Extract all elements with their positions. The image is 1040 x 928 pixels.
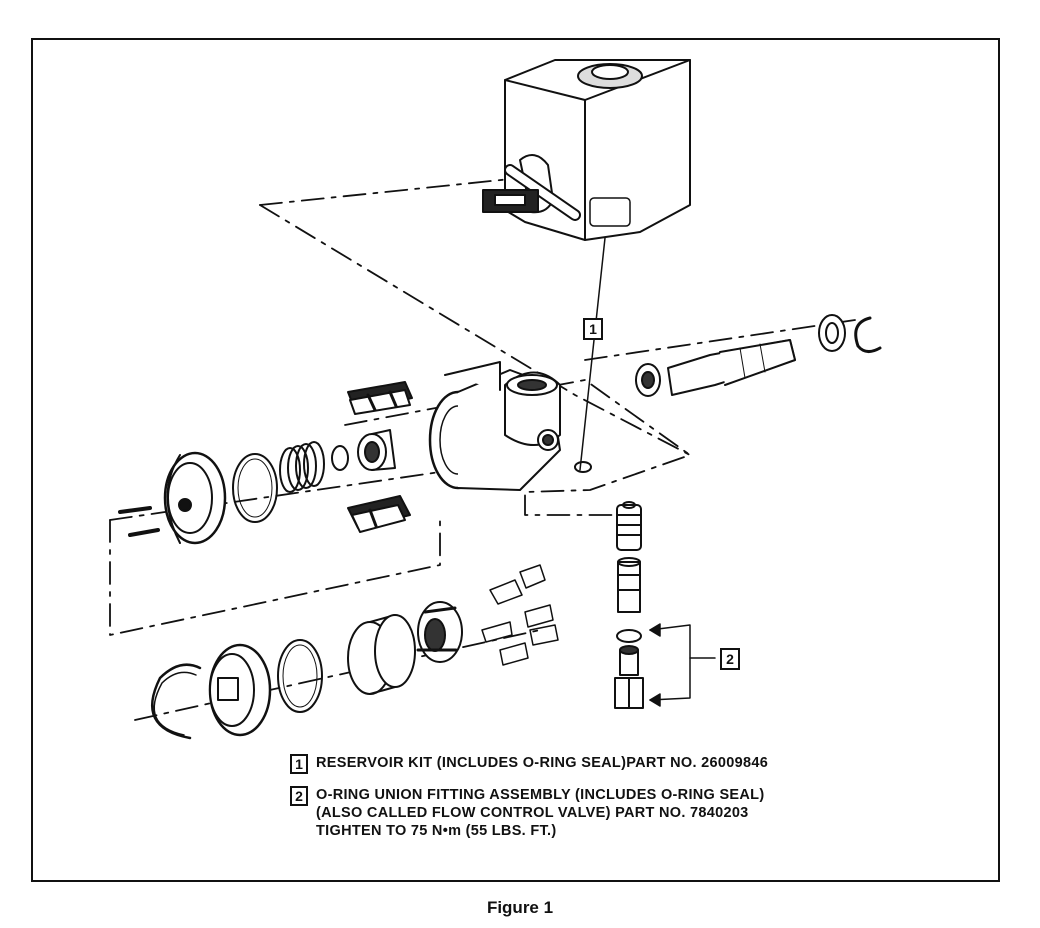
flow-control-valve (616, 501, 642, 613)
shaft-seal (818, 314, 846, 352)
o-ring-lower (277, 639, 323, 713)
legend-number-1: 1 (290, 754, 308, 774)
legend-text-1: RESERVOIR KIT (INCLUDES O-RING SEAL)PART… (316, 755, 769, 771)
reservoir (482, 59, 691, 241)
vanes (481, 564, 559, 666)
o-ring-seal (574, 461, 592, 473)
legend-text-2-line-1: O-RING UNION FITTING ASSEMBLY (INCLUDES … (316, 787, 765, 803)
fitting-sleeve (357, 429, 396, 471)
union-o-ring (616, 629, 642, 643)
spring (279, 441, 325, 493)
legend-text-2-line-2: (ALSO CALLED FLOW CONTROL VALVE) PART NO… (316, 805, 749, 821)
figure-frame (31, 38, 1000, 882)
alignment-lines (109, 177, 856, 721)
legend-text-2-line-3: TIGHTEN TO 75 N•m (55 LBS. FT.) (316, 823, 557, 839)
retaining-clip (854, 316, 882, 353)
upper-bracket (347, 381, 413, 415)
small-o-ring (331, 445, 349, 471)
o-ring-large (232, 453, 278, 523)
drive-shaft (635, 339, 796, 397)
figure-caption: Figure 1 (486, 898, 554, 917)
lower-end-cover (208, 643, 272, 737)
end-cover (118, 451, 227, 545)
cam-ring (347, 614, 416, 695)
o-ring-large-inner (237, 458, 273, 518)
legend-item-1: 1 RESERVOIR KIT (INCLUDES O-RING SEAL)PA… (290, 754, 970, 780)
legend-number-2: 2 (290, 786, 308, 806)
callout-1: 1 (583, 318, 603, 340)
lower-bracket (347, 495, 411, 533)
snap-ring (150, 663, 202, 740)
union-fitting (614, 645, 644, 709)
callout-2: 2 (720, 648, 740, 670)
rotor (416, 601, 463, 663)
callout-2-leaders (649, 623, 716, 707)
pump-housing (428, 361, 561, 491)
legend-item-2: 2 O-RING UNION FITTING ASSEMBLY (INCLUDE… (290, 786, 970, 846)
